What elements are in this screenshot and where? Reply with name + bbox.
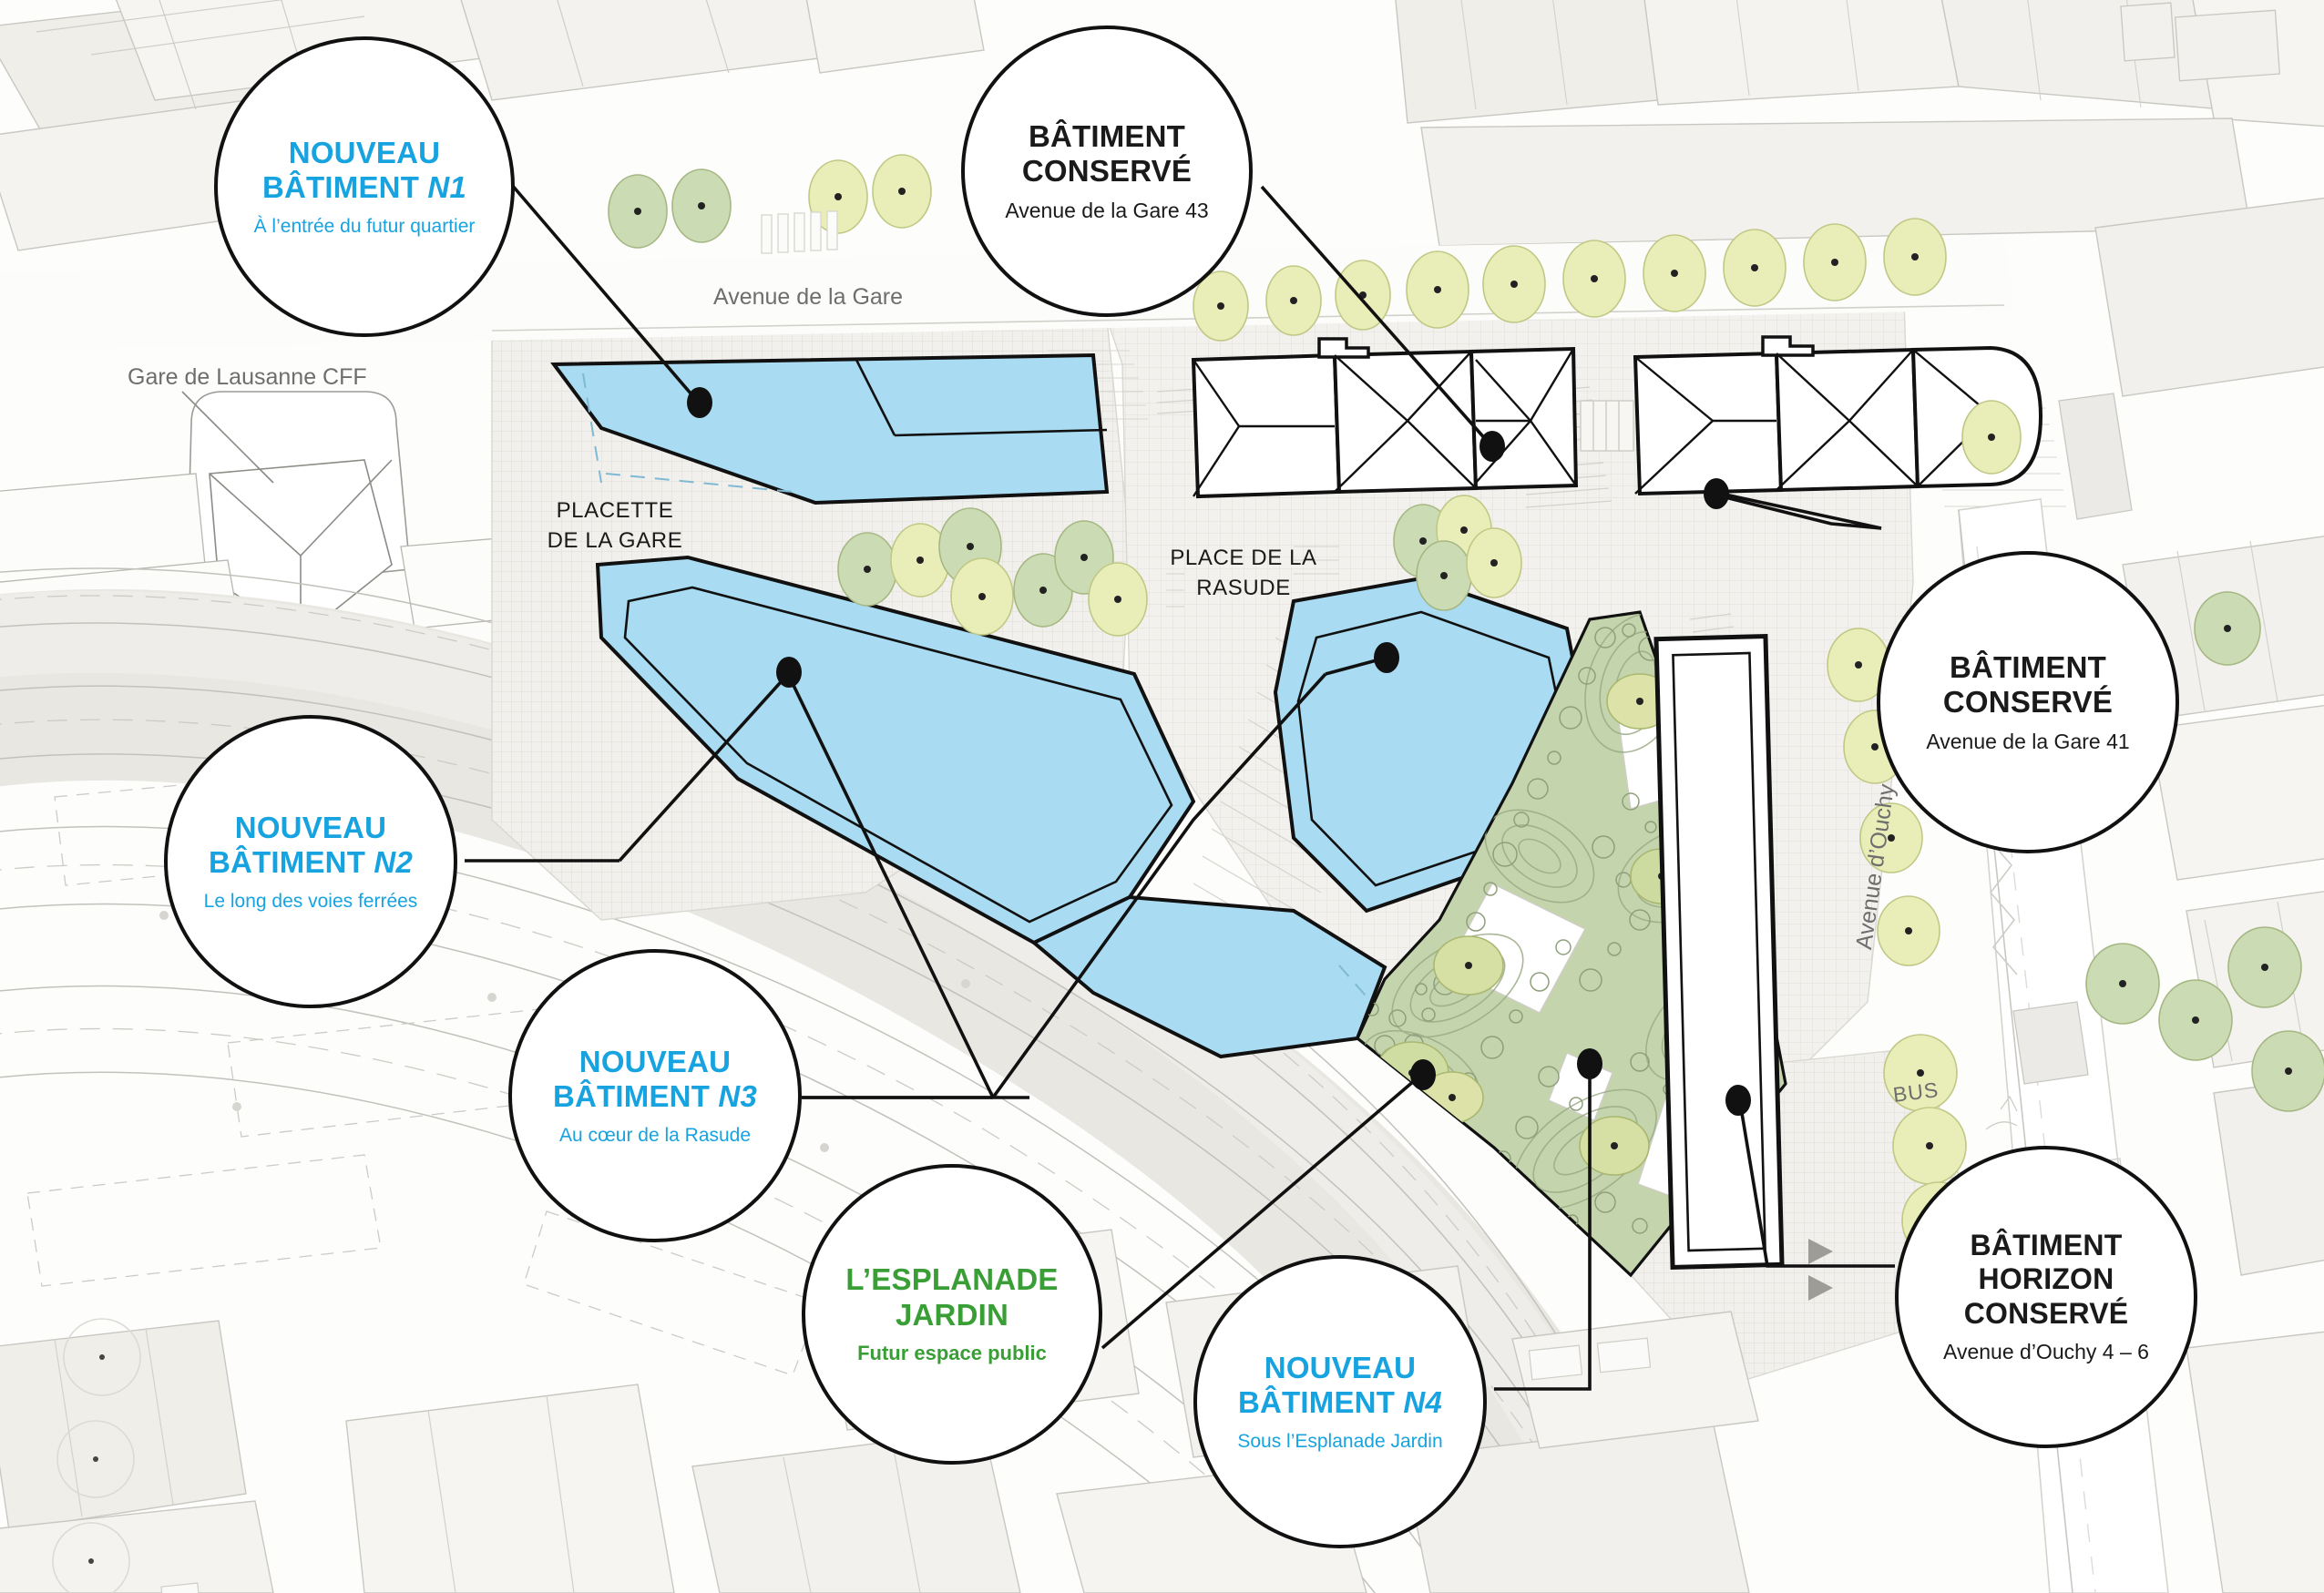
callout-nouveau-batiment-n1[interactable]: NOUVEAU BÂTIMENT N1 À l’entrée du futur …	[214, 36, 515, 337]
new-building-n3-shape	[1030, 894, 1387, 1059]
callout-n2-title-line1: NOUVEAU	[234, 810, 387, 844]
callout-nouveau-batiment-n3[interactable]: NOUVEAU BÂTIMENT N3 Au cœur de la Rasude	[508, 949, 802, 1242]
tree-cluster-placette	[837, 507, 1148, 637]
leader-dots	[687, 387, 1751, 1116]
callout-n2-code: N2	[374, 845, 414, 880]
label-avenue-de-la-gare: Avenue de la Gare	[713, 284, 904, 310]
callout-n4-title-line2: BÂTIMENT N4	[1237, 1385, 1443, 1420]
callout-horizon-title-line1: BÂTIMENT	[1970, 1229, 2123, 1262]
callout-horizon-title-line2: HORIZON	[1978, 1262, 2114, 1296]
label-placette-de-la-gare-line2: DE LA GARE	[547, 528, 683, 553]
callout-n2-title-line2: BÂTIMENT N2	[208, 845, 414, 880]
callout-esplanade-title-line2: JARDIN	[895, 1297, 1009, 1332]
callout-batiment-horizon-conserve[interactable]: BÂTIMENT HORIZON CONSERVÉ Avenue d’Ouchy…	[1895, 1146, 2197, 1448]
tree-row-top	[608, 154, 932, 249]
callout-n1-code: N1	[427, 170, 467, 205]
tree-cluster-rasude	[1393, 495, 1522, 611]
callout-esplanade-title-line1: L’ESPLANADE	[845, 1262, 1059, 1297]
callout-n1-title-line1: NOUVEAU	[288, 135, 441, 169]
label-bus: BUS	[1891, 1077, 1940, 1107]
callout-n3-title-line2: BÂTIMENT N3	[552, 1079, 758, 1114]
callout-n1-subtitle: À l’entrée du futur quartier	[253, 216, 476, 238]
callout-n3-code: N3	[718, 1079, 758, 1114]
callout-n4-title-line1: NOUVEAU	[1264, 1350, 1417, 1384]
callout-n3-title-line1: NOUVEAU	[578, 1044, 732, 1078]
callout-n4-subtitle: Sous l’Esplanade Jardin	[1237, 1431, 1443, 1453]
callout-horizon-title-line3: CONSERVÉ	[1963, 1296, 2129, 1330]
leader-lines	[465, 176, 1895, 1391]
callout-gare43-title-line2: CONSERVÉ	[1021, 154, 1193, 189]
callout-gare41-title-line1: BÂTIMENT	[1949, 649, 2107, 684]
label-gare-de-lausanne-cff: Gare de Lausanne CFF	[128, 364, 367, 390]
label-place-de-la-rasude-line1: PLACE DE LA	[1170, 546, 1317, 570]
callout-esplanade-subtitle: Futur espace public	[857, 1342, 1047, 1365]
callout-n2-subtitle: Le long des voies ferrées	[203, 891, 418, 913]
callout-gare43-subtitle: Avenue de la Gare 43	[1005, 198, 1209, 222]
callout-batiment-conserve-gare-41[interactable]: BÂTIMENT CONSERVÉ Avenue de la Gare 41	[1877, 551, 2179, 853]
callout-esplanade-jardin[interactable]: L’ESPLANADE JARDIN Futur espace public	[802, 1164, 1102, 1465]
callout-gare41-title-line2: CONSERVÉ	[1942, 685, 2114, 720]
callout-n1-title-line2: BÂTIMENT N1	[261, 170, 467, 205]
callout-horizon-subtitle: Avenue d’Ouchy 4 – 6	[1943, 1340, 2149, 1364]
callout-nouveau-batiment-n4[interactable]: NOUVEAU BÂTIMENT N4 Sous l’Esplanade Jar…	[1193, 1255, 1487, 1548]
callout-batiment-conserve-gare-43[interactable]: BÂTIMENT CONSERVÉ Avenue de la Gare 43	[961, 26, 1253, 317]
callout-n4-code: N4	[1403, 1385, 1443, 1420]
label-placette-de-la-gare-line1: PLACETTE	[556, 498, 674, 523]
callout-gare41-subtitle: Avenue de la Gare 41	[1926, 729, 2130, 753]
callout-gare43-title-line1: BÂTIMENT	[1028, 118, 1186, 153]
tree-row-avenue-gare	[1193, 218, 1947, 342]
callout-n3-subtitle: Au cœur de la Rasude	[558, 1125, 752, 1147]
horizon-building-shape	[1653, 633, 1785, 1271]
label-place-de-la-rasude-line2: RASUDE	[1196, 576, 1291, 600]
callout-nouveau-batiment-n2[interactable]: NOUVEAU BÂTIMENT N2 Le long des voies fe…	[164, 715, 457, 1008]
